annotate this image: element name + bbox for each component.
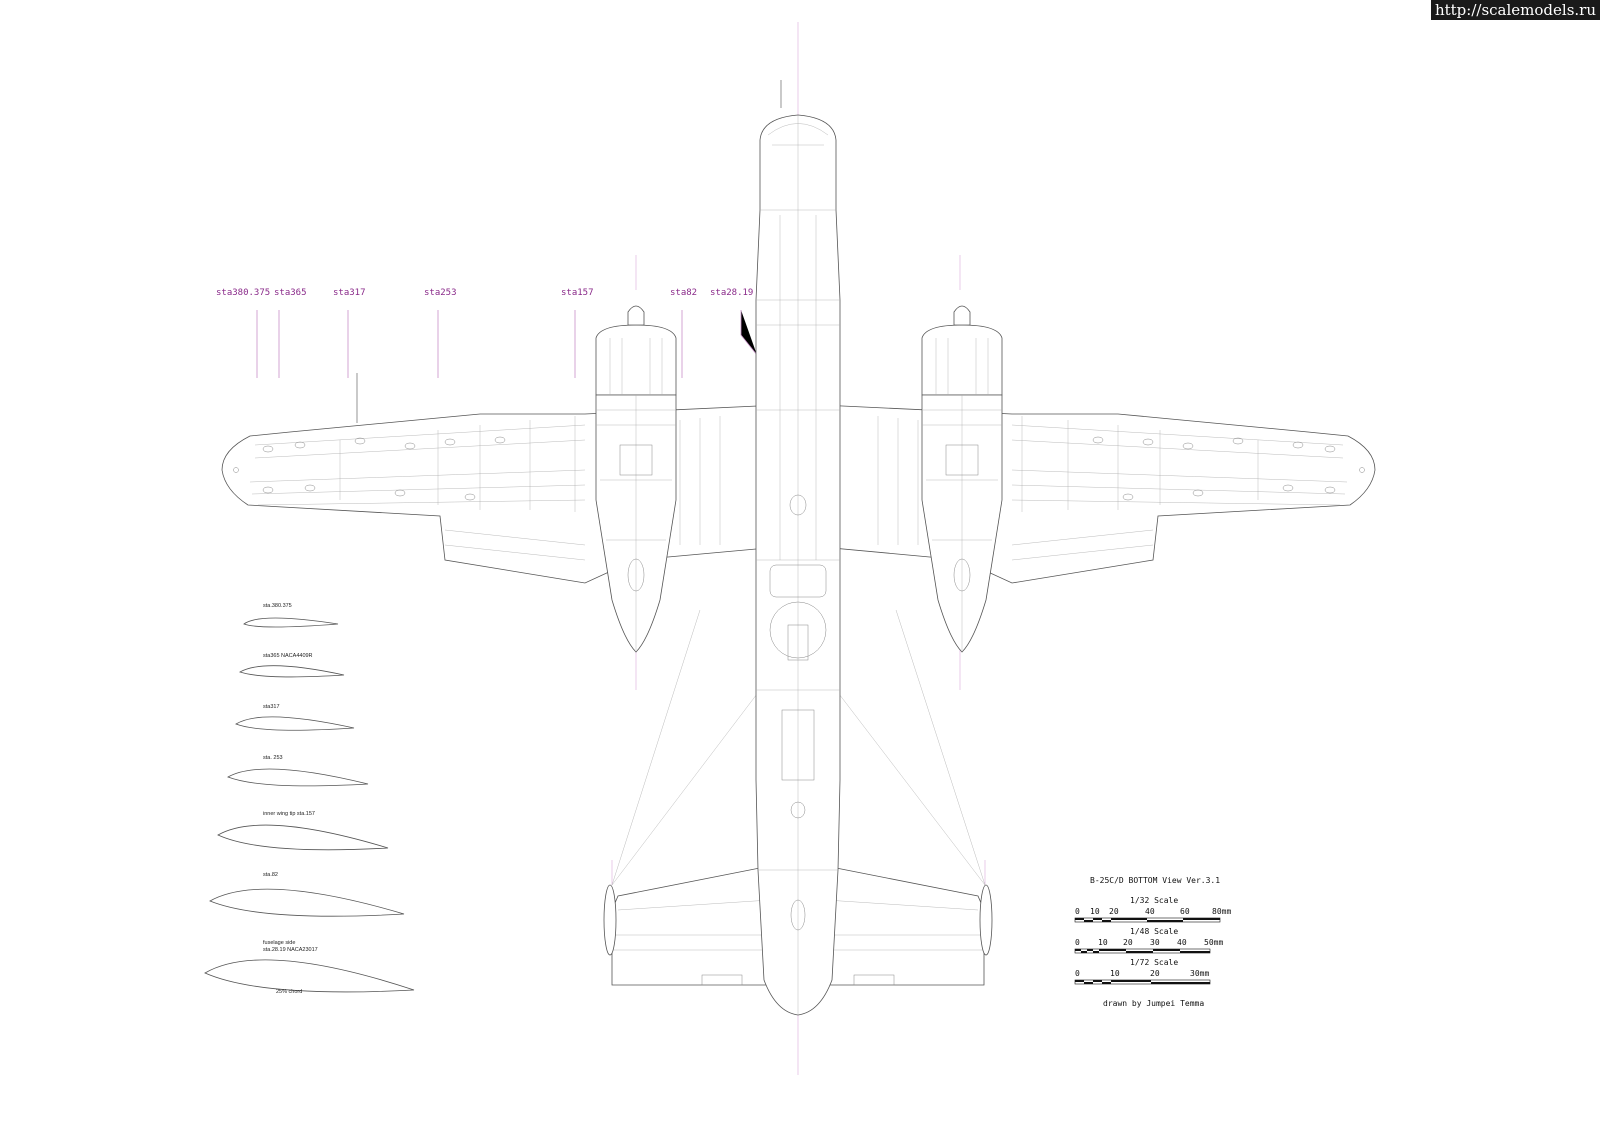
profile-label: inner wing tip sta.157	[263, 811, 315, 817]
drawing-title: B-25C/D BOTTOM View Ver.3.1	[1090, 876, 1220, 885]
station-label: sta380.375	[216, 288, 270, 298]
airfoil-profile	[204, 959, 415, 993]
scale-tick-label: 30	[1150, 938, 1160, 947]
airfoil-profile	[209, 888, 405, 917]
station-guide-lines	[256, 310, 758, 378]
profile-label: sta.380.375	[263, 603, 292, 609]
station-label: sta317	[333, 288, 366, 298]
right-engine-nacelle	[921, 305, 1003, 653]
scale-tick-label: 10	[1110, 969, 1120, 978]
chord-note: 25% chord	[276, 989, 302, 995]
station-labels: sta380.375 sta365 sta317 sta253 sta157 s…	[216, 288, 753, 298]
scale-tick-label: 0	[1075, 907, 1080, 916]
scale-tick-label: 10	[1098, 938, 1108, 947]
scale-name: 1/48 Scale	[1130, 927, 1178, 936]
airfoil-profiles: sta.380.375 sta365 NACA4409R sta317 sta.…	[204, 603, 415, 995]
scale-bar	[1074, 948, 1211, 954]
station-label: sta82	[670, 288, 697, 298]
airfoil-profile	[239, 665, 345, 678]
left-engine-nacelle	[595, 305, 677, 653]
profile-label: sta.82	[263, 872, 278, 878]
centerline-guides	[611, 22, 986, 1075]
profile-label: sta365 NACA4409R	[263, 653, 313, 659]
airfoil-profile	[227, 768, 369, 787]
station-label: sta253	[424, 288, 457, 298]
watermark-url: http://scalemodels.ru	[1430, 0, 1600, 20]
scale-name: 1/72 Scale	[1130, 958, 1178, 967]
profile-label: sta317	[263, 704, 280, 710]
scale-tick-label: 60	[1180, 907, 1190, 916]
scale-tick-label: 0	[1075, 969, 1080, 978]
scale-tick-label: 80mm	[1212, 907, 1231, 916]
credit: drawn by Jumpei Temma	[1103, 999, 1204, 1008]
fuselage	[755, 80, 841, 1016]
airfoil-profile	[243, 617, 339, 628]
scale-tick-label: 40	[1145, 907, 1155, 916]
profile-label: sta.28.19 NACA23017	[263, 947, 318, 953]
scale-tick-label: 50mm	[1204, 938, 1223, 947]
scale-bar	[1074, 917, 1221, 923]
station-label: sta28.19	[710, 288, 753, 298]
station-label: sta157	[561, 288, 594, 298]
airfoil-profile	[235, 716, 355, 731]
scale-bar	[1074, 979, 1211, 985]
profile-label: fuselage side	[263, 940, 295, 946]
scale-tick-label: 20	[1150, 969, 1160, 978]
scale-tick-label: 30mm	[1190, 969, 1209, 978]
rigging-lines	[611, 609, 986, 886]
scale-tick-label: 10	[1090, 907, 1100, 916]
title-block: B-25C/D BOTTOM View Ver.3.1 1/32 Scale 0…	[1074, 876, 1231, 1008]
scale-name: 1/32 Scale	[1130, 896, 1178, 905]
scale-tick-label: 40	[1177, 938, 1187, 947]
station-label: sta365	[274, 288, 307, 298]
airfoil-profile	[217, 824, 389, 851]
horizontal-tail	[603, 865, 993, 986]
scale-tick-label: 20	[1123, 938, 1133, 947]
scale-tick-label: 0	[1075, 938, 1080, 947]
scale-tick-label: 20	[1109, 907, 1119, 916]
profile-label: sta. 253	[263, 755, 283, 761]
